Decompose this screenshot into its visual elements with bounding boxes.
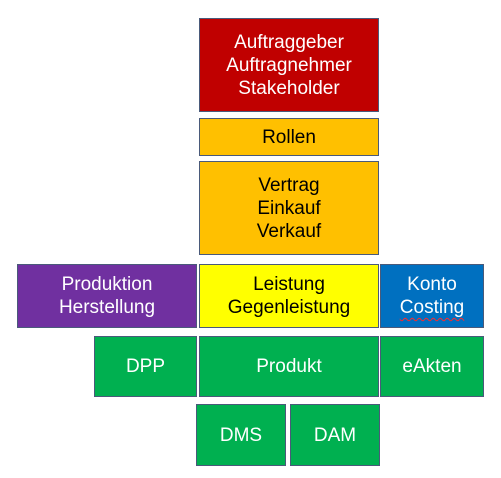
box-product: Produkt (199, 336, 379, 397)
box-eakten: eAkten (380, 336, 484, 397)
box-dam: DAM (290, 404, 380, 466)
roles-label: Rollen (262, 126, 316, 148)
contract-line-2: Einkauf (257, 197, 321, 219)
parties-line-2: Auftragnehmer (226, 54, 352, 76)
box-dms: DMS (196, 404, 286, 466)
box-account: Konto Costing (380, 264, 484, 328)
contract-line-3: Verkauf (256, 220, 322, 242)
box-contract: Vertrag Einkauf Verkauf (199, 161, 379, 255)
box-production: Produktion Herstellung (17, 264, 197, 328)
account-line-2: Costing (399, 297, 465, 318)
service-line-2: Gegenleistung (227, 297, 351, 318)
service-line-1: Leistung (253, 274, 325, 295)
dms-label: DMS (219, 424, 263, 446)
account-line-1: Konto (407, 274, 457, 295)
box-roles: Rollen (199, 118, 379, 156)
box-parties: Auftraggeber Auftragnehmer Stakeholder (199, 18, 379, 112)
product-label: Produkt (256, 356, 322, 377)
box-dpp: DPP (94, 336, 197, 397)
eakten-label: eAkten (402, 356, 462, 377)
parties-line-3: Stakeholder (238, 77, 340, 99)
dam-label: DAM (313, 424, 357, 446)
box-service: Leistung Gegenleistung (199, 264, 379, 328)
parties-line-1: Auftraggeber (234, 31, 344, 53)
contract-line-1: Vertrag (258, 174, 320, 196)
production-line-2: Herstellung (58, 297, 156, 318)
dpp-label: DPP (125, 356, 166, 377)
production-line-1: Produktion (61, 274, 153, 295)
